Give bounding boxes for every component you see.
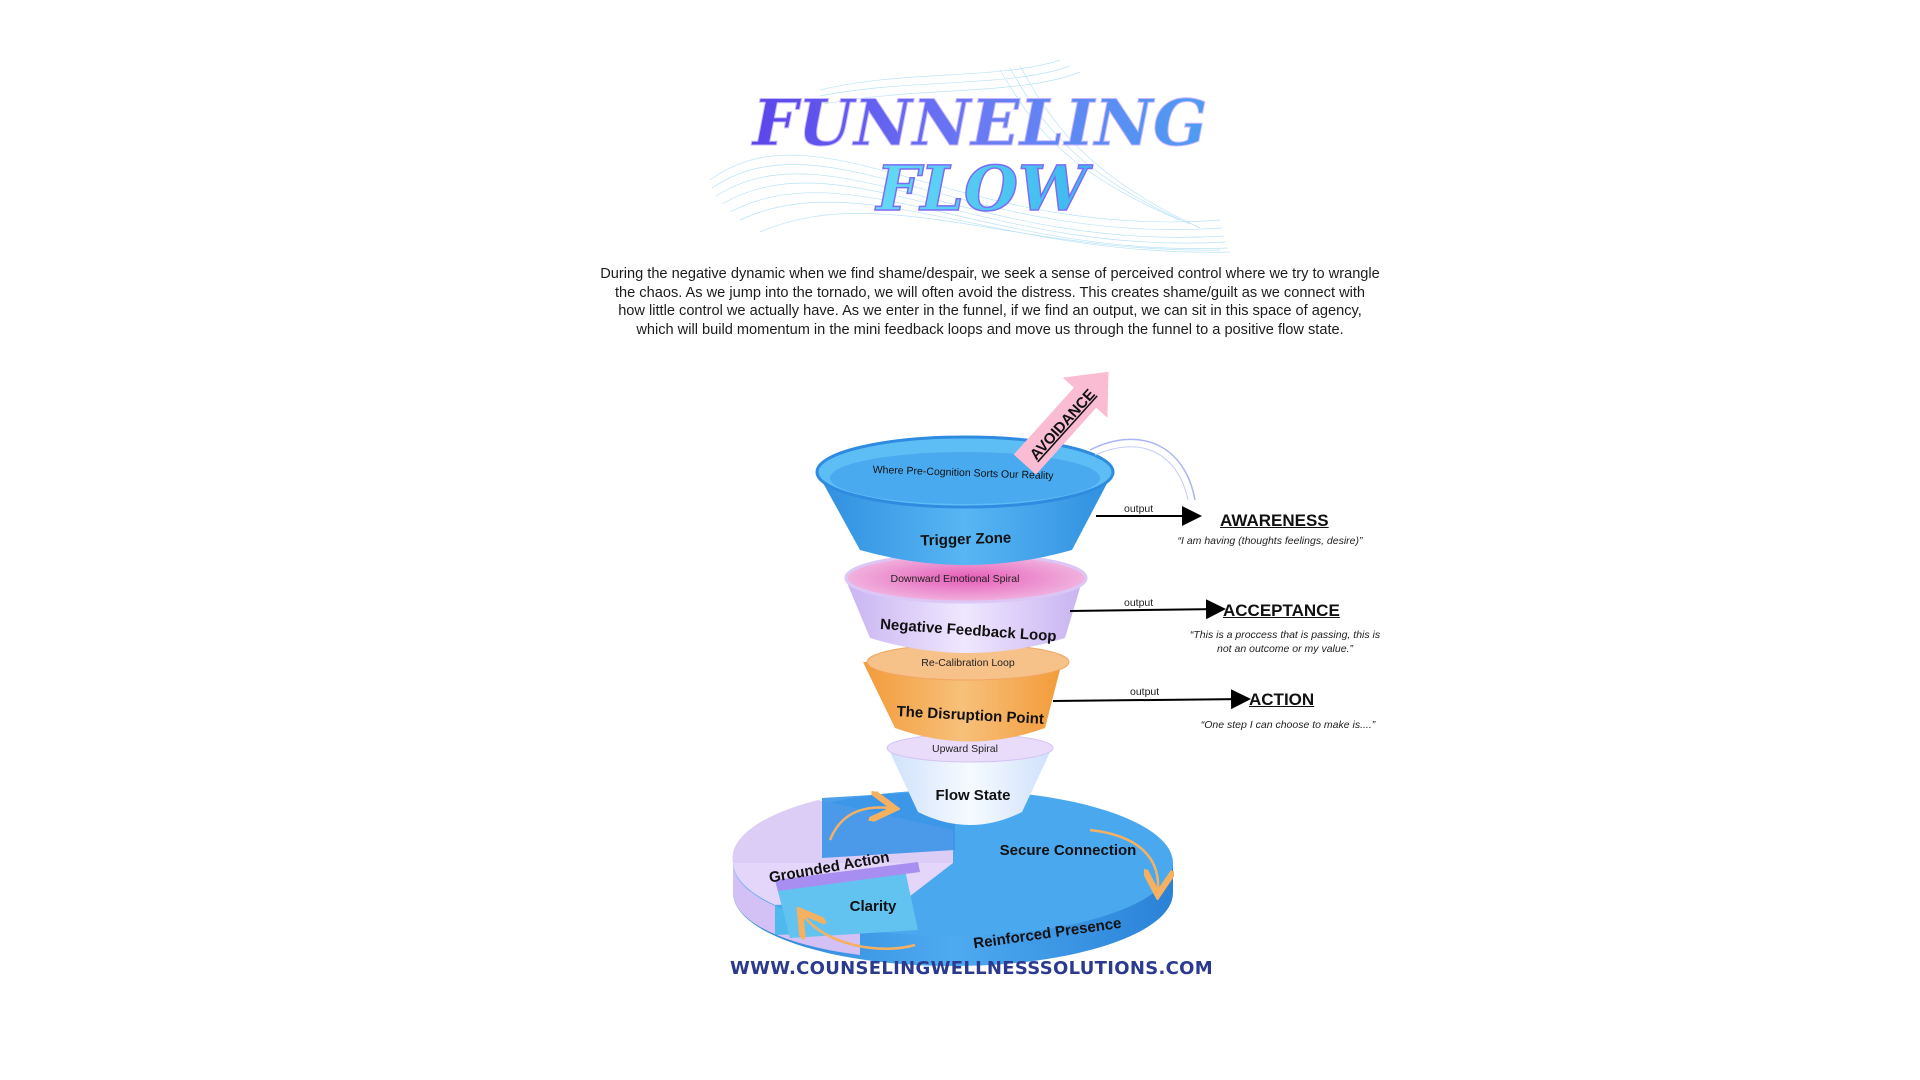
tier1-rim-inner (830, 452, 1100, 504)
output-quote-acceptance-line2: not an outcome or my value.” (1217, 643, 1353, 655)
tier4-label: Flow State (935, 787, 1010, 804)
output-small-3: output (1130, 686, 1160, 698)
tier2-body (845, 578, 1083, 653)
tier3-rim-text: Re-Calibration Loop (921, 657, 1015, 669)
output-small-2: output (1124, 597, 1154, 609)
avoidance-curve (1089, 438, 1196, 501)
pie-divider (775, 862, 920, 891)
tier3-rim (866, 643, 1070, 681)
funnel-tier-disruption-point: Re-Calibration Loop The Disruption Point (863, 643, 1070, 742)
pie-side-wall (733, 863, 1173, 966)
tier4-rim-text: Upward Spiral (932, 743, 998, 755)
website-link[interactable]: WWW.COUNSELINGWELLNESSSOLUTIONS.COM (730, 958, 1213, 979)
swoosh-lines-decoration (709, 59, 1231, 253)
avoidance-curve-2 (1094, 446, 1189, 501)
tier3-body (863, 662, 1062, 742)
tier2-rim (844, 552, 1088, 604)
funnel-tier-negative-feedback-loop: Downward Emotional Spiral Negative Feedb… (844, 552, 1088, 653)
pie-slice-grounded-action (732, 800, 953, 863)
output-arrow-action (1052, 689, 1251, 710)
output-small-1: output (1124, 503, 1154, 515)
pie-side-lavender (733, 863, 860, 955)
tier4-rim (886, 733, 1054, 763)
pie-slice-tab (822, 790, 955, 858)
pie-label-secure-connection: Secure Connection (1000, 842, 1137, 859)
output-quote-acceptance-line1: “This is a proccess that is passing, thi… (1189, 629, 1381, 641)
funnel-tier-trigger-zone: Where Pre-Cognition Sorts Our Reality Tr… (815, 435, 1115, 565)
cycle-arrow-3 (803, 915, 916, 950)
output-quote-acceptance: “This is a proccess that is passing, thi… (1170, 628, 1400, 656)
tier1-label: Trigger Zone (920, 529, 1011, 549)
title-block: FUNNELING FLOW (700, 59, 1260, 260)
pie-label-clarity: Clarity (850, 898, 897, 915)
output-heading-action: ACTION (1249, 690, 1315, 709)
tier1-body (817, 472, 1113, 565)
output-quote-action: “One step I can choose to make is....” (1200, 719, 1376, 731)
pie-label-reinforced-presence: Reinforced Presence (972, 915, 1122, 953)
cycle-arrow-2 (1089, 828, 1158, 890)
pie-side-clarity (775, 900, 905, 935)
title-line1: FUNNELING (750, 86, 1207, 161)
cycle-arrow-1 (828, 807, 890, 841)
avoidance-label: AVOIDANCE (1027, 386, 1099, 463)
output-heading-awareness: AWARENESS (1220, 511, 1329, 530)
pie-slice-clarity (775, 870, 918, 938)
pie-base: Secure Connection Reinforced Presence Cl… (732, 790, 1173, 966)
title-graphic: FUNNELING FLOW (709, 59, 1231, 253)
output-heading-acceptance: ACCEPTANCE (1223, 601, 1340, 620)
title-line2: FLOW (874, 152, 1093, 225)
funnel-tier-flow-state: Upward Spiral Flow State (886, 733, 1054, 825)
tier2-rim-text: Downward Emotional Spiral (891, 573, 1020, 585)
avoidance-arrow-shape (1013, 371, 1109, 475)
pie-label-grounded-action: Grounded Action (768, 849, 891, 887)
tier3-label: The Disruption Point (896, 703, 1044, 728)
intro-paragraph: During the negative dynamic when we find… (600, 266, 1380, 338)
output-quote-awareness: “I am having (thoughts feelings, desire)… (1177, 535, 1363, 547)
pie-top (733, 790, 1173, 936)
pie-slice-grounded-action-lower (733, 863, 953, 905)
avoidance-arrow: AVOIDANCE (1013, 371, 1109, 475)
output-arrow-acceptance (1069, 599, 1226, 620)
tier2-label: Negative Feedback Loop (880, 616, 1057, 645)
tier1-rim (815, 435, 1115, 509)
tier1-rim-text: Where Pre-Cognition Sorts Our Reality (872, 464, 1054, 482)
tier4-body (888, 748, 1052, 825)
